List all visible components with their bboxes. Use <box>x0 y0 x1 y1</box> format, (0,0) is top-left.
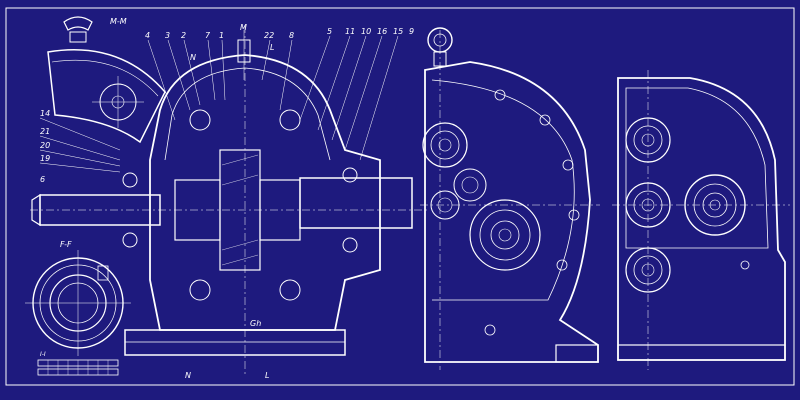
marker-l-top: L <box>270 43 274 52</box>
detail-i-i <box>37 359 119 376</box>
callout-7: 7 <box>205 31 211 40</box>
callout-16: 16 <box>377 27 387 36</box>
callout-2: 2 <box>181 31 186 40</box>
marker-gh: Gh <box>250 319 261 328</box>
detail-f-f <box>25 250 131 356</box>
right-view <box>612 70 790 370</box>
marker-l-bottom: L <box>265 371 269 380</box>
callout-3: 3 <box>165 31 170 40</box>
gearbox-section <box>30 25 430 375</box>
section-label-i-i: I-I <box>40 351 46 358</box>
callout-4: 4 <box>145 31 150 40</box>
callout-19: 19 <box>40 154 50 163</box>
section-label-m-m: M-M <box>110 17 127 26</box>
callout-20: 20 <box>40 141 50 150</box>
callout-22: 22 <box>264 31 274 40</box>
callout-8: 8 <box>289 31 294 40</box>
marker-m-top: M <box>240 23 247 32</box>
callout-5: 5 <box>327 27 332 36</box>
callout-9: 9 <box>409 27 414 36</box>
middle-view <box>420 27 600 370</box>
section-label-f-f: F-F <box>60 240 72 249</box>
callout-14: 14 <box>40 109 50 118</box>
callout-6: 6 <box>40 175 45 184</box>
marker-n-bottom: N <box>185 371 191 380</box>
drawing-frame <box>5 7 795 386</box>
callout-11: 11 <box>345 27 355 36</box>
marker-n-top: N <box>190 53 196 62</box>
callout-21: 21 <box>40 127 50 136</box>
callout-leaders <box>39 35 399 173</box>
callout-1: 1 <box>219 31 224 40</box>
detail-m-m <box>47 16 166 144</box>
callout-15: 15 <box>393 27 403 36</box>
callout-10: 10 <box>361 27 371 36</box>
